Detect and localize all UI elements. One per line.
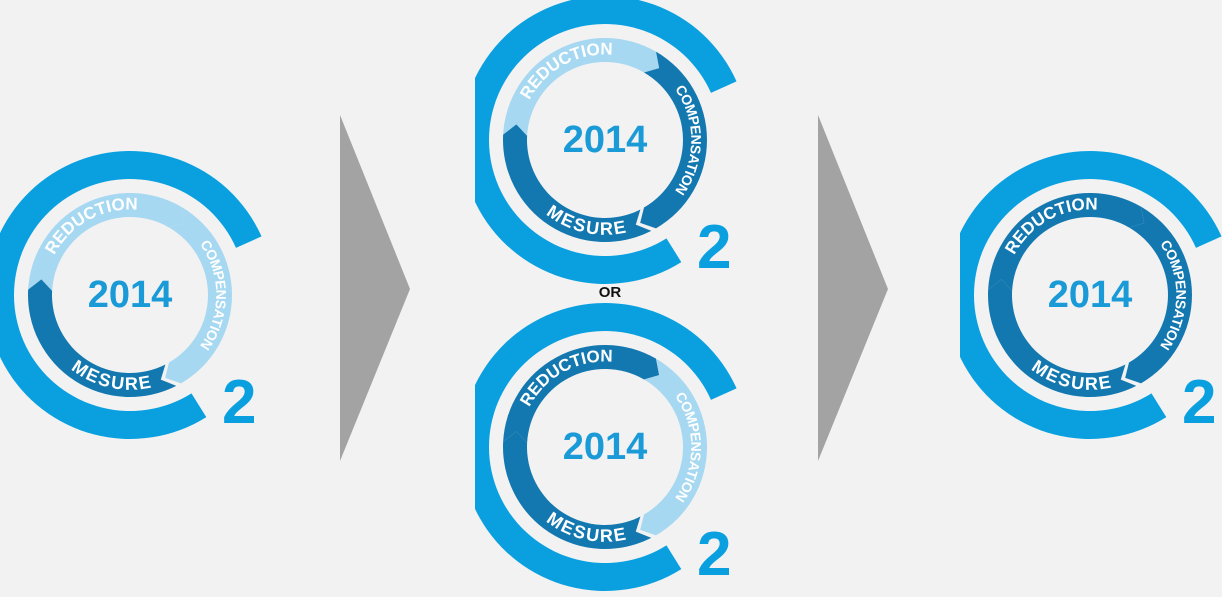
mesure-label: MESURE <box>1028 356 1113 394</box>
mesure-segment <box>988 279 1137 397</box>
mesure-segment <box>503 124 652 242</box>
compensation-segment <box>640 51 707 229</box>
subscript-two: 2 <box>1182 368 1216 437</box>
subscript-two: 2 <box>697 520 731 589</box>
compensation-segment <box>165 206 232 384</box>
compensation-segment <box>640 358 707 536</box>
or-label: OR <box>598 284 622 301</box>
mesure-segment <box>503 431 652 549</box>
mesure-label: MESURE <box>543 508 628 546</box>
reduction-segment <box>988 193 1145 291</box>
arrow-right-2 <box>818 115 888 461</box>
subscript-two: 2 <box>697 213 731 282</box>
year-label: 2014 <box>1048 274 1133 316</box>
mesure-segment <box>28 279 177 397</box>
arrow-right-1 <box>340 115 410 461</box>
subscript-two: 2 <box>222 368 256 437</box>
year-label: 2014 <box>88 274 173 316</box>
reduction-segment <box>503 345 660 443</box>
compensation-segment <box>1125 206 1192 384</box>
year-label: 2014 <box>563 119 648 161</box>
reduction-segment <box>503 38 660 136</box>
mesure-label: MESURE <box>68 356 153 394</box>
reduction-segment <box>28 193 185 291</box>
mesure-label: MESURE <box>543 201 628 239</box>
year-label: 2014 <box>563 426 648 468</box>
